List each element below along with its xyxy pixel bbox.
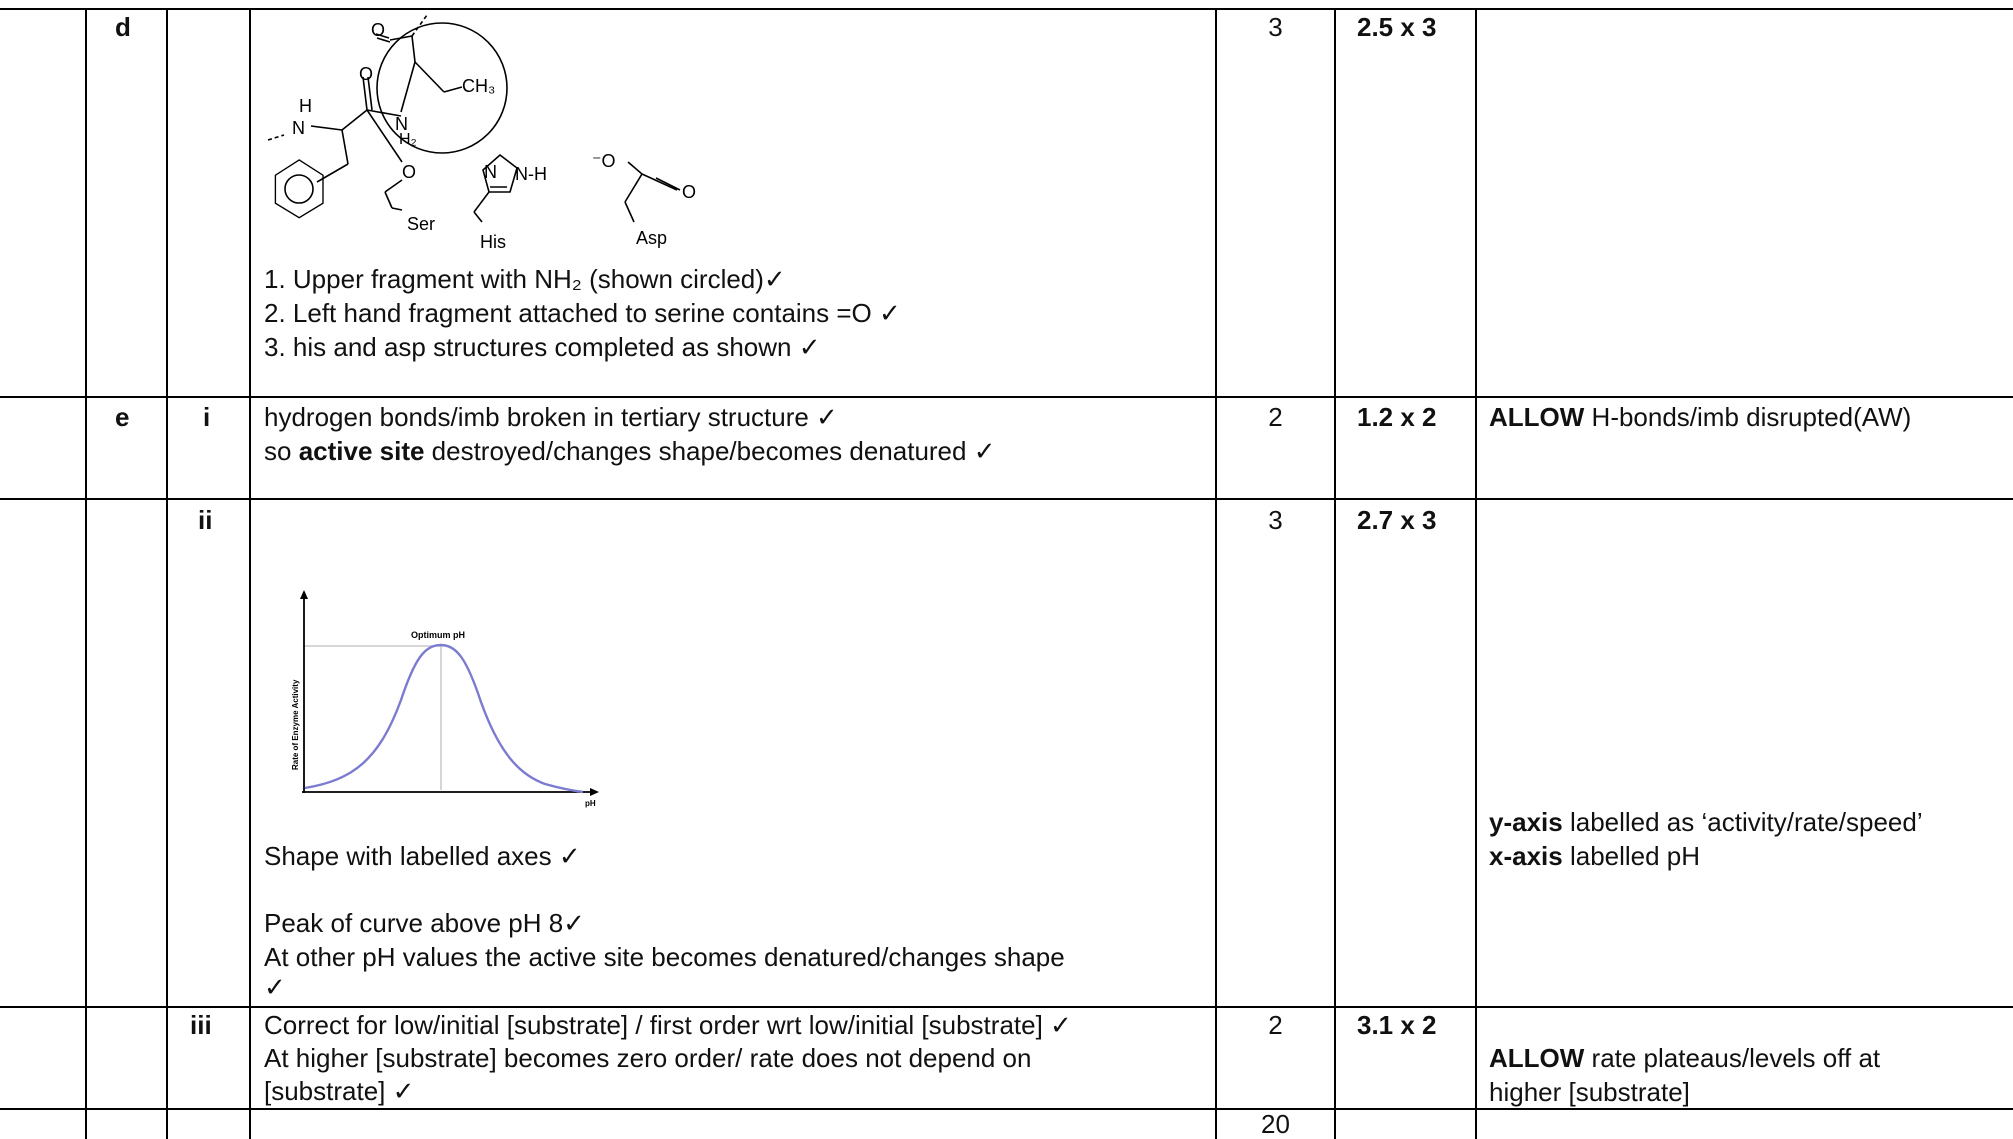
label-o-upper: O [371,20,385,40]
answer-e-i-line-2-post: destroyed/changes shape/becomes denature… [424,436,996,466]
rule-after-e-iii [0,1108,2013,1110]
optimum-ph-label: Optimum pH [411,630,465,640]
label-o-serine: O [402,162,416,182]
part-label-ii: ii [198,505,213,535]
marks-e-ii: 3 [1268,505,1283,535]
answer-d-line-2: 2. Left hand fragment attached to serine… [264,298,901,328]
guidance-e-iii-line-1-text: rate plateaus/levels off at [1584,1043,1881,1073]
guidance-e-ii-line-1-bold: y-axis [1489,807,1563,837]
guidance-e-iii-line-1: ALLOW rate plateaus/levels off at [1489,1041,1880,1075]
part-label-i: i [203,402,211,432]
marks-total: 20 [1261,1109,1290,1139]
col-line-5 [1334,8,1336,1139]
ao-e-i: 1.2 x 2 [1357,402,1437,432]
label-h2-nh2: H₂ [399,131,417,148]
guidance-e-ii-line-1: y-axis labelled as ‘activity/rate/speed’ [1489,805,1923,839]
col-line-2 [166,8,168,1139]
y-axis-arrow [300,590,308,599]
label-ser: Ser [407,214,435,234]
marks-e-i: 2 [1268,402,1283,432]
marks-e-iii: 2 [1268,1010,1283,1040]
ao-e-ii: 2.7 x 3 [1357,505,1437,535]
graph-x-label: pH [585,799,596,808]
label-asp-o-minus: ⁻O [592,151,616,171]
guidance-e-ii-line-2-text: labelled pH [1562,841,1701,871]
guidance-e-ii-line-1-text: labelled as ‘activity/rate/speed’ [1562,807,1923,837]
label-n-nh2: N [395,114,408,134]
col-line-1 [85,8,87,1139]
x-axis-arrow [590,788,599,796]
answer-e-i-line-2-pre: so [264,436,299,466]
col-line-6 [1475,8,1477,1139]
answer-e-i-line-2-bold: active site [298,436,425,466]
rule-after-e-i [0,498,2013,500]
guidance-e-i-text: H-bonds/imb disrupted(AW) [1584,402,1912,432]
answer-e-ii-line-3: At other pH values the active site becom… [264,942,1065,972]
question-label-e: e [115,402,130,432]
guidance-e-ii-line-2-bold: x-axis [1489,841,1563,871]
answer-d-line-3: 3. his and asp structures completed as s… [264,332,821,362]
ao-d: 2.5 x 3 [1357,12,1437,42]
label-h-amine: H [299,96,312,116]
guidance-e-iii-line-1-bold: ALLOW [1489,1043,1585,1073]
graph-y-label: Rate of Enzyme Activity [291,679,300,770]
label-ch3: CH₃ [462,76,495,96]
label-asp: Asp [636,228,667,248]
label-his-nh: N-H [515,164,547,184]
answer-e-iii-line-1: Correct for low/initial [substrate] / fi… [264,1010,1072,1040]
serine-protease-mechanism-diagram: O O CH₃ H N N H₂ O Ser His N N-H ⁻O O As… [267,14,696,252]
guidance-e-i: ALLOW H-bonds/imb disrupted(AW) [1489,400,1911,434]
label-asp-o: O [682,182,696,202]
label-his-n: N [484,162,497,182]
part-label-iii: iii [190,1010,212,1040]
answer-e-i-line-1: hydrogen bonds/imb broken in tertiary st… [264,402,838,432]
col-line-3 [249,8,251,1139]
answer-e-iii-line-2: At higher [substrate] becomes zero order… [264,1043,1032,1073]
answer-e-ii-line-4: ✓ [264,972,286,1002]
enzyme-ph-graph: Optimum pH pH Rate of Enzyme Activity [291,590,599,808]
question-label-d: d [115,12,131,42]
guidance-e-ii-line-2: x-axis labelled pH [1489,839,1700,873]
rule-after-e-ii [0,1006,2013,1008]
ao-e-iii: 3.1 x 2 [1357,1010,1437,1040]
answer-e-ii-line-2: Peak of curve above pH 8✓ [264,908,585,938]
answer-e-i-line-2: so active site destroyed/changes shape/b… [264,434,996,468]
label-his: His [480,232,506,252]
label-n-amine: N [292,118,305,138]
guidance-e-i-bold: ALLOW [1489,402,1585,432]
answer-d-line-1: 1. Upper fragment with NH₂ (shown circle… [264,264,786,294]
col-line-4 [1215,8,1217,1139]
label-o-left: O [359,64,373,84]
answer-e-ii-line-1: Shape with labelled axes ✓ [264,841,581,871]
guidance-e-iii-line-2: higher [substrate] [1489,1077,1690,1107]
rule-after-d [0,396,2013,398]
rule-top [0,8,2013,10]
answer-e-iii-line-3: [substrate] ✓ [264,1076,415,1106]
marks-d: 3 [1268,12,1283,42]
enzyme-activity-curve [304,643,584,794]
